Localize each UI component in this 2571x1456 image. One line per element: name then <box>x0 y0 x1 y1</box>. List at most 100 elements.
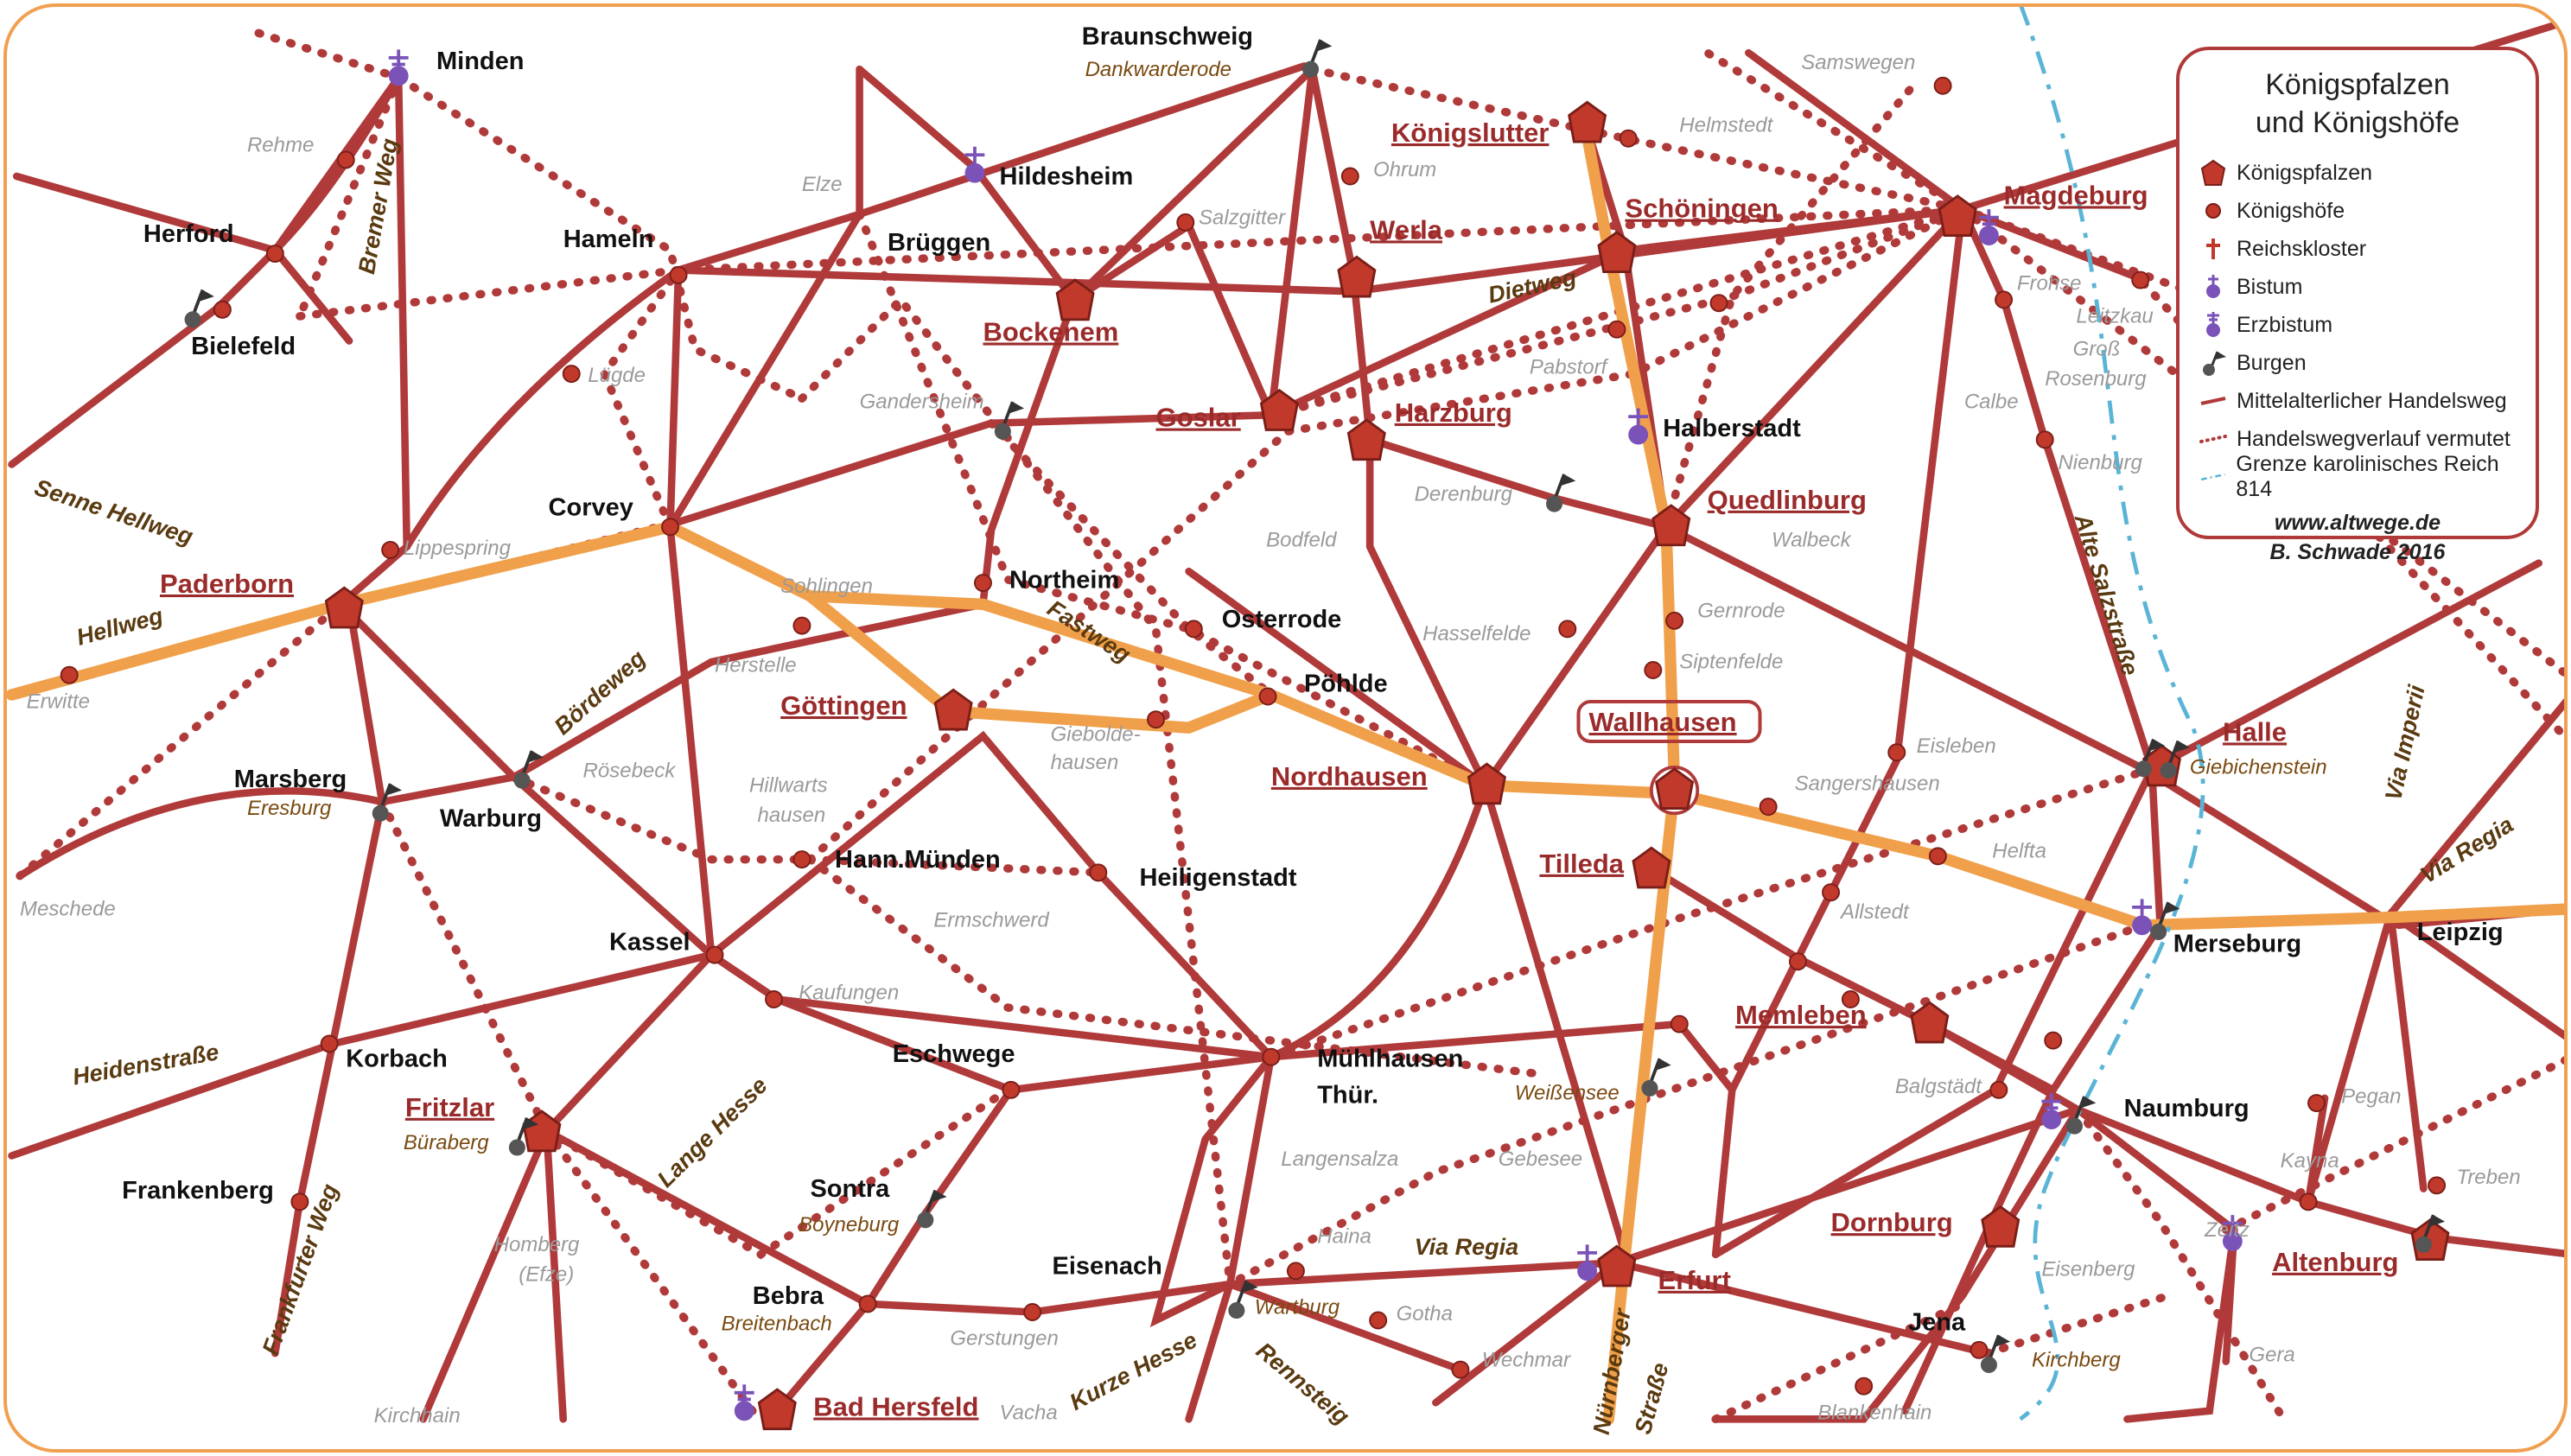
trade-route-line-icon <box>2200 397 2226 405</box>
minor-place-label: Lippespring <box>404 537 512 560</box>
imperial-monastery-cross-icon <box>2206 238 2220 259</box>
highlight-frame <box>1576 700 1762 744</box>
minor-place-label: Wechmar <box>1482 1348 1571 1371</box>
minor-place-label: Hasselfelde <box>1422 622 1531 645</box>
presumed-trade-route <box>1662 81 1918 531</box>
minor-place-label: Sangershausen <box>1795 773 1940 796</box>
palace-bockenem <box>1055 278 1095 321</box>
royal-court-marker <box>1147 710 1165 729</box>
minor-place-label: Helmstedt <box>1679 114 1773 137</box>
palace-label: Dornburg <box>1831 1207 1953 1237</box>
palace-schöningen <box>1597 231 1637 273</box>
route-name-label: Bremer Weg <box>353 137 403 277</box>
minor-place-label: Ohrum <box>1373 158 1436 181</box>
trade-route <box>1481 781 1629 1259</box>
royal-court-marker <box>1023 1302 1042 1321</box>
palace-pentagon-icon <box>2200 159 2226 186</box>
castle-icon <box>1228 1280 1258 1319</box>
royal-court-marker <box>1644 661 1663 680</box>
palace-label: Bockenem <box>983 317 1118 347</box>
trade-route <box>1365 543 1489 790</box>
royal-court-marker <box>1759 798 1778 817</box>
royal-court-marker <box>1670 1014 1689 1033</box>
minor-place-label: Giebolde- <box>1051 722 1141 746</box>
minor-place-label: Eisleben <box>1917 734 1996 758</box>
legend-list: Königspfalzen Königshöfe Reichskloster B… <box>2199 154 2536 501</box>
royal-court-marker <box>336 150 355 169</box>
royal-court-marker <box>320 1034 339 1053</box>
palace-werla <box>1337 255 1377 298</box>
place-label: Eschwege <box>893 1040 1015 1068</box>
archbishopric-marker <box>734 1384 754 1421</box>
castle-icon <box>1641 1058 1671 1097</box>
legend-label: Erzbistum <box>2237 312 2333 337</box>
presumed-trade-route <box>2073 1105 2288 1424</box>
royal-court-marker <box>792 616 811 635</box>
royal-court-marker <box>2299 1192 2318 1211</box>
legend-label: Handelswegverlauf vermutet <box>2237 426 2511 451</box>
route-name-label: Senne Hellweg <box>31 474 196 550</box>
minor-place-label: Zeitz <box>2204 1218 2250 1242</box>
palace-paderborn <box>324 586 364 629</box>
minor-place-label: Calbe <box>1964 391 2019 414</box>
minor-place-label: Gotha <box>1397 1302 1453 1326</box>
royal-court-marker <box>973 574 992 593</box>
minor-place-label: Salzgitter <box>1199 206 1286 229</box>
royal-court-dot-icon <box>2205 203 2221 219</box>
royal-court-marker <box>1928 847 1947 866</box>
royal-court-marker <box>381 540 400 559</box>
trade-route <box>403 266 683 550</box>
legend-item: Mittelalterlicher Handelsweg <box>2199 382 2536 420</box>
trade-route <box>1185 567 1489 790</box>
palace-fritzlar <box>522 1109 562 1153</box>
royal-court-marker <box>1558 620 1577 639</box>
royal-court-marker <box>2307 1094 2326 1113</box>
palace-quedlinburg <box>1651 504 1691 547</box>
legend-label: Mittelalterlicher Handelsweg <box>2237 388 2507 413</box>
minor-place-label: Elze <box>802 173 843 196</box>
minor-place-label: Gera <box>2249 1344 2294 1367</box>
minor-place-label: Rösebeck <box>583 759 678 782</box>
place-label: Merseburg <box>2173 930 2301 957</box>
royal-court-marker <box>1855 1377 1874 1396</box>
minor-place-label: Langensalza <box>1281 1148 1398 1171</box>
royal-court-marker <box>1887 743 1906 762</box>
royal-court-marker <box>1933 76 1952 95</box>
presumed-trade-route <box>599 265 683 531</box>
route-name-label: Via Regia <box>1415 1234 1519 1260</box>
castle-icon <box>2065 1096 2097 1135</box>
main-route <box>7 520 2564 931</box>
archbishopric-icon <box>2206 312 2220 337</box>
place-label: Mühlhausen <box>1317 1046 1463 1073</box>
castle-icon <box>1545 474 1576 512</box>
royal-court-marker <box>1788 952 1807 971</box>
palace-label: Goslar <box>1156 403 1241 433</box>
minor-place-label: Walbeck <box>1772 529 1853 552</box>
trade-route <box>1069 65 1316 429</box>
palace-label: Quedlinburg <box>1708 485 1867 515</box>
minor-place-label: Kirchhain <box>374 1404 461 1427</box>
trade-route <box>707 951 1736 1094</box>
palace-label: Bad Hersfeld <box>813 1391 978 1421</box>
trade-route <box>8 73 403 468</box>
bishopric-marker <box>1628 408 1649 445</box>
minor-place-label: Meschede <box>20 897 116 920</box>
legend-label: Reichskloster <box>2237 236 2367 261</box>
place-label: Korbach <box>346 1046 448 1073</box>
castle-label: Dankwarderode <box>1085 58 1231 81</box>
royal-court-marker <box>669 265 688 284</box>
minor-place-label: Gerstungen <box>950 1327 1058 1351</box>
castle-flag-icon <box>2203 351 2226 376</box>
trade-route <box>12 172 279 255</box>
royal-court-marker <box>1089 863 1108 882</box>
palace-königslutter <box>1568 100 1607 143</box>
trade-route <box>271 246 353 345</box>
castle-label: Wartburg <box>1255 1295 1340 1319</box>
minor-place-label: hausen <box>1051 751 1119 774</box>
route-name-label: Alte Salzstraße <box>2069 510 2143 678</box>
minor-place-label: Allstedt <box>1839 900 1910 924</box>
place-label: Kassel <box>609 928 690 956</box>
castle-icon <box>372 783 403 822</box>
bishopric-marker <box>1577 1244 1598 1281</box>
